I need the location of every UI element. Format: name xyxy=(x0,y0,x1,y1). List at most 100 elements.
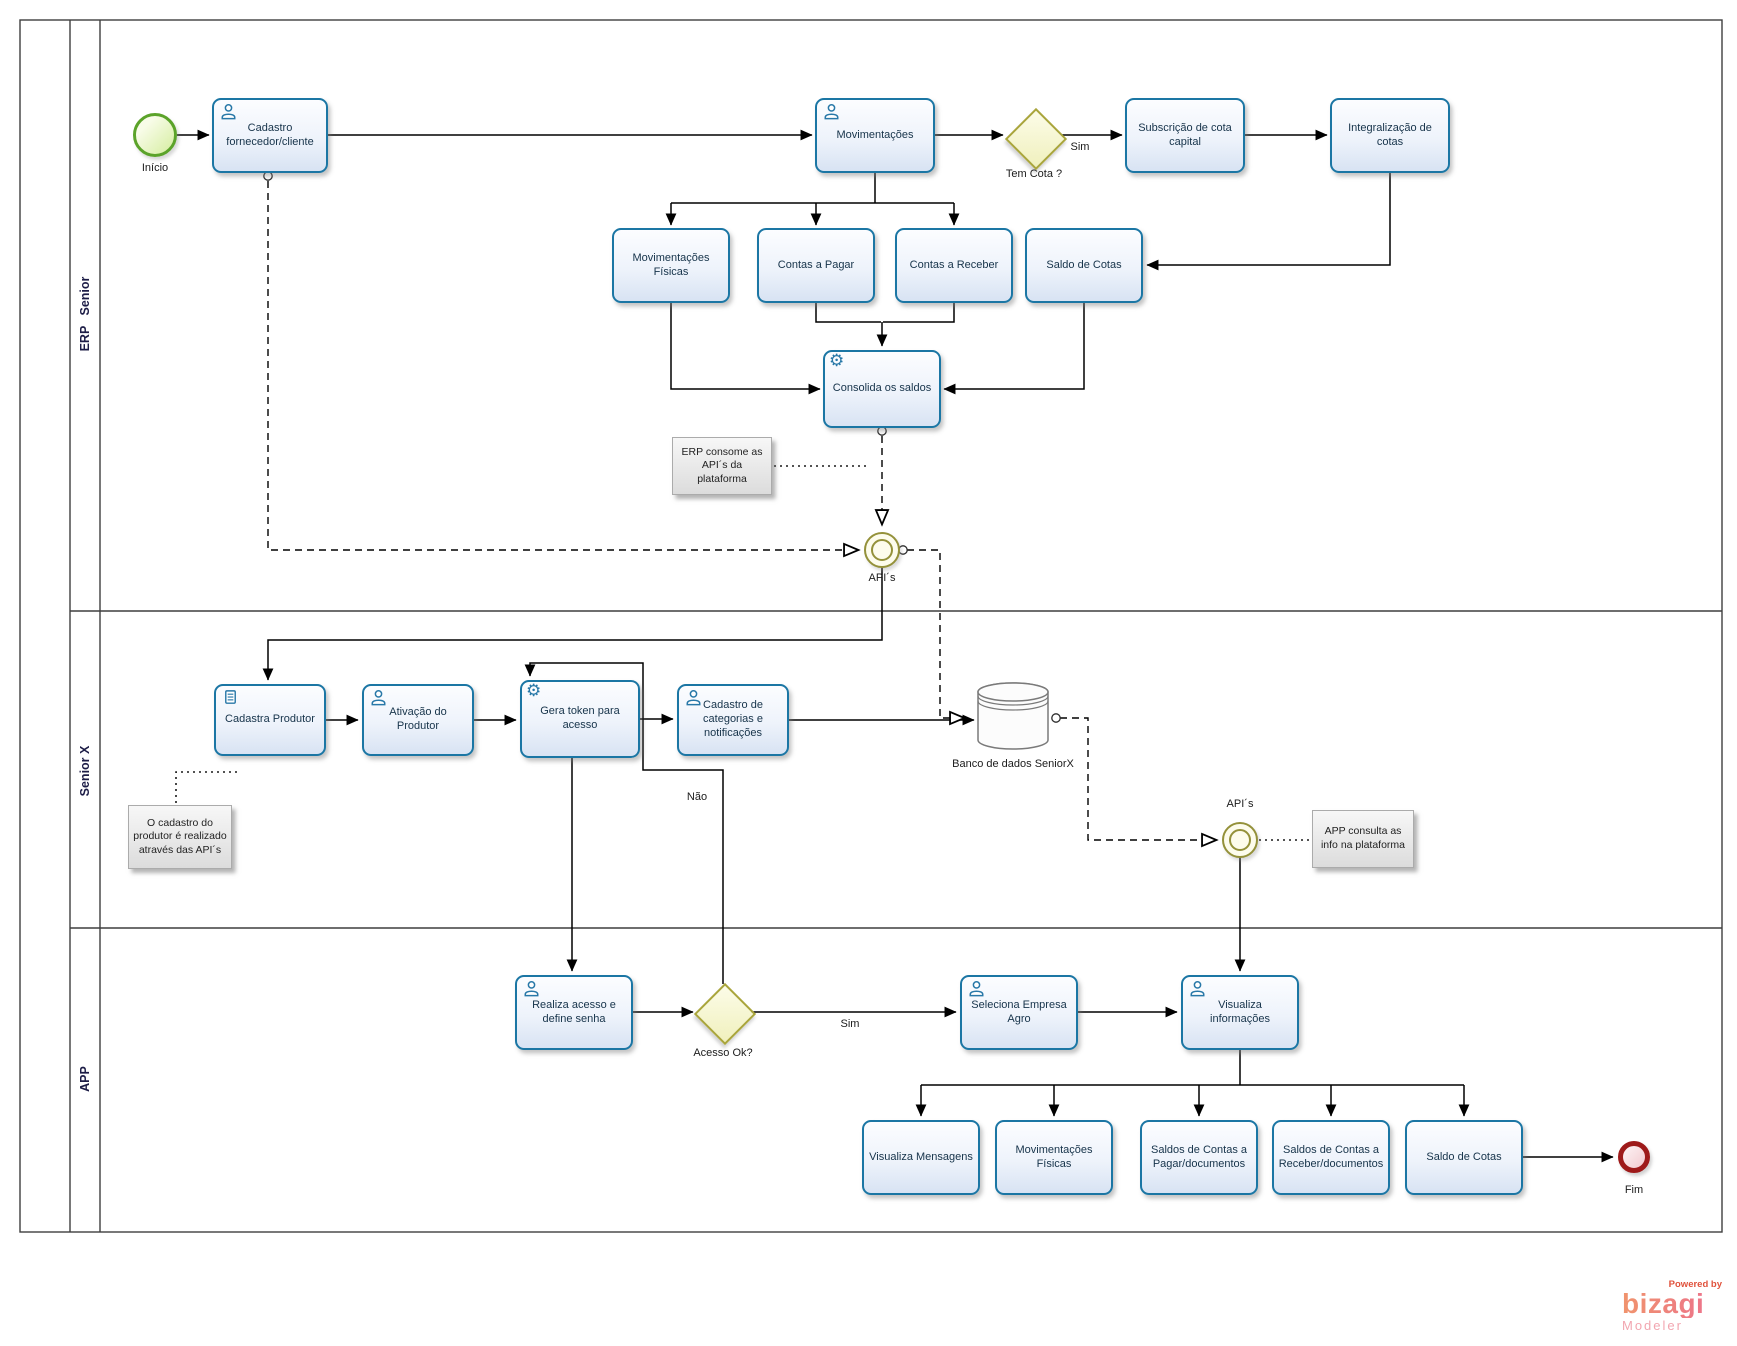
flow-label-sim-acesso: Sim xyxy=(840,1018,860,1030)
task-label: Cadastro de categorias e notificações xyxy=(703,699,763,739)
task-movimentacoes-fisicas-app[interactable]: Movimentações Físicas xyxy=(995,1120,1113,1195)
flow-apis-cadastraprodutor xyxy=(262,567,883,681)
task-label: Ativação do Produtor xyxy=(389,706,447,732)
apis-seniorx-label: API´s xyxy=(1226,798,1254,810)
annotation-erp-consome-apis[interactable]: ERP consome as API´s da plataforma xyxy=(672,437,772,495)
msg-anchor-apis xyxy=(898,545,908,555)
task-visualiza-informacoes[interactable]: Visualiza informações xyxy=(1181,975,1299,1050)
flow-pagar-join xyxy=(815,303,881,323)
task-label: Cadastro fornecedor/cliente xyxy=(226,121,314,148)
user-icon xyxy=(824,104,839,120)
gateway-acesso-ok-label: Acesso Ok? xyxy=(693,1047,753,1059)
task-saldos-contas-receber[interactable]: Saldos de Contas a Receber/documentos xyxy=(1272,1120,1390,1195)
task-label: Movimentações Físicas xyxy=(1015,1143,1093,1170)
msg-anchor-bancodados xyxy=(1051,713,1061,723)
data-store-label: Banco de dados SeniorX xyxy=(952,758,1074,770)
data-store-shape[interactable] xyxy=(977,682,1049,750)
task-label: Realiza acesso e define senha xyxy=(532,998,616,1025)
flow-saldocotas-consolida xyxy=(943,303,1085,395)
script-icon xyxy=(225,690,236,704)
modeler-text: Modeler xyxy=(1622,1317,1683,1333)
annotation-cadastro-produtor-apis[interactable]: O cadastro do produtor é realizado atrav… xyxy=(128,805,232,869)
lane-label-erp-senior: ERP Senior xyxy=(78,276,92,352)
task-label: Saldos de Contas a Receber/documentos xyxy=(1278,1143,1384,1170)
flow-movfisicas-consolida xyxy=(670,303,821,395)
intermediate-ring xyxy=(1229,829,1251,851)
task-seleciona-empresa[interactable]: Seleciona Empresa Agro xyxy=(960,975,1078,1050)
task-gera-token[interactable]: ⚙ Gera token para acesso xyxy=(520,680,640,758)
annotation-app-consulta[interactable]: APP consulta as info na plataforma xyxy=(1312,810,1414,868)
bizagi-watermark: Powered by bizagi Modeler xyxy=(1622,1280,1722,1332)
task-label: Gera token para acesso xyxy=(540,705,620,731)
gear-icon: ⚙ xyxy=(829,351,845,371)
user-icon xyxy=(524,981,539,997)
end-event-label: Fim xyxy=(1624,1184,1644,1196)
task-cadastro-fornecedor-cliente[interactable]: Cadastro fornecedor/cliente xyxy=(212,98,328,173)
associations xyxy=(175,465,1309,841)
msg-cadastro-apis xyxy=(267,181,858,550)
pool-borders xyxy=(19,19,1723,1233)
intermediate-ring xyxy=(871,539,893,561)
task-subscricao-cota[interactable]: Subscrição de cota capital xyxy=(1125,98,1245,173)
bizagi-logo-text: bizagi xyxy=(1622,1289,1722,1318)
task-label: Saldo de Cotas xyxy=(1426,1150,1502,1163)
task-saldo-de-cotas[interactable]: Saldo de Cotas xyxy=(1025,228,1143,303)
user-icon xyxy=(221,104,236,120)
msg-anchor-cadastro xyxy=(263,171,273,181)
flow-label-nao-acesso: Não xyxy=(686,791,708,803)
task-label: Visualiza informações xyxy=(1210,998,1270,1025)
task-cadastro-categorias[interactable]: Cadastro de categorias e notificações xyxy=(677,684,789,756)
sequence-flows xyxy=(177,129,1614,1163)
task-cadastra-produtor[interactable]: Cadastra Produtor xyxy=(214,684,326,756)
assoc-note-produtor xyxy=(175,771,238,803)
end-event[interactable] xyxy=(1618,1141,1650,1173)
lane-label-senior-x: Senior X xyxy=(78,745,92,797)
msg-anchor-consolida xyxy=(877,426,887,436)
apis-erp-label: API´s xyxy=(868,572,896,584)
task-consolida-saldos[interactable]: ⚙ Consolida os saldos xyxy=(823,350,941,428)
start-event[interactable] xyxy=(133,113,177,157)
annotation-text: APP consulta as info na plataforma xyxy=(1320,825,1406,851)
gear-icon: ⚙ xyxy=(526,681,542,701)
flow-label-sim-cota: Sim xyxy=(1070,141,1090,153)
start-event-label: Início xyxy=(141,162,169,174)
task-movimentacoes-fisicas[interactable]: Movimentações Físicas xyxy=(612,228,730,303)
task-label: Consolida os saldos xyxy=(832,382,932,395)
intermediate-event-apis-erp[interactable] xyxy=(864,532,900,568)
flow-gateway-nao-geratoken xyxy=(524,662,724,984)
flow-receber-join xyxy=(883,303,955,323)
flow-integralizacao-saldocotas xyxy=(1146,173,1391,271)
lane-label-app: APP xyxy=(78,1066,92,1092)
task-saldos-contas-pagar[interactable]: Saldos de Contas a Pagar/documentos xyxy=(1140,1120,1258,1195)
gateway-tem-cota-label: Tem Cota ? xyxy=(1005,168,1063,180)
task-saldo-cotas-app[interactable]: Saldo de Cotas xyxy=(1405,1120,1523,1195)
task-label: Subscrição de cota capital xyxy=(1138,121,1232,148)
task-label: Movimentações Físicas xyxy=(632,251,710,278)
user-icon xyxy=(1190,981,1205,997)
task-integralizacao-cotas[interactable]: Integralização de cotas xyxy=(1330,98,1450,173)
msg-apis-bancodados xyxy=(907,549,964,718)
task-label: Contas a Pagar xyxy=(777,258,855,271)
task-label: Movimentações xyxy=(836,128,914,141)
task-label: Contas a Receber xyxy=(909,258,999,271)
task-ativacao-produtor[interactable]: Ativação do Produtor xyxy=(362,684,474,756)
intermediate-event-apis-seniorx[interactable] xyxy=(1222,822,1258,858)
task-label: Saldos de Contas a Pagar/documentos xyxy=(1150,1143,1247,1170)
user-icon xyxy=(371,690,386,706)
user-icon xyxy=(969,981,984,997)
task-label: Seleciona Empresa Agro xyxy=(971,998,1067,1025)
task-realiza-acesso[interactable]: Realiza acesso e define senha xyxy=(515,975,633,1050)
annotation-text: O cadastro do produtor é realizado atrav… xyxy=(133,816,227,856)
task-label: Integralização de cotas xyxy=(1348,121,1432,148)
user-icon xyxy=(686,690,701,706)
task-label: Saldo de Cotas xyxy=(1046,258,1122,271)
task-label: Cadastra Produtor xyxy=(225,713,315,726)
task-movimentacoes[interactable]: Movimentações xyxy=(815,98,935,173)
task-visualiza-mensagens[interactable]: Visualiza Mensagens xyxy=(862,1120,980,1195)
msg-bancodados-apis2 xyxy=(1060,717,1216,840)
annotation-text: ERP consome as API´s da plataforma xyxy=(681,445,763,485)
task-contas-a-pagar[interactable]: Contas a Pagar xyxy=(757,228,875,303)
task-contas-a-receber[interactable]: Contas a Receber xyxy=(895,228,1013,303)
